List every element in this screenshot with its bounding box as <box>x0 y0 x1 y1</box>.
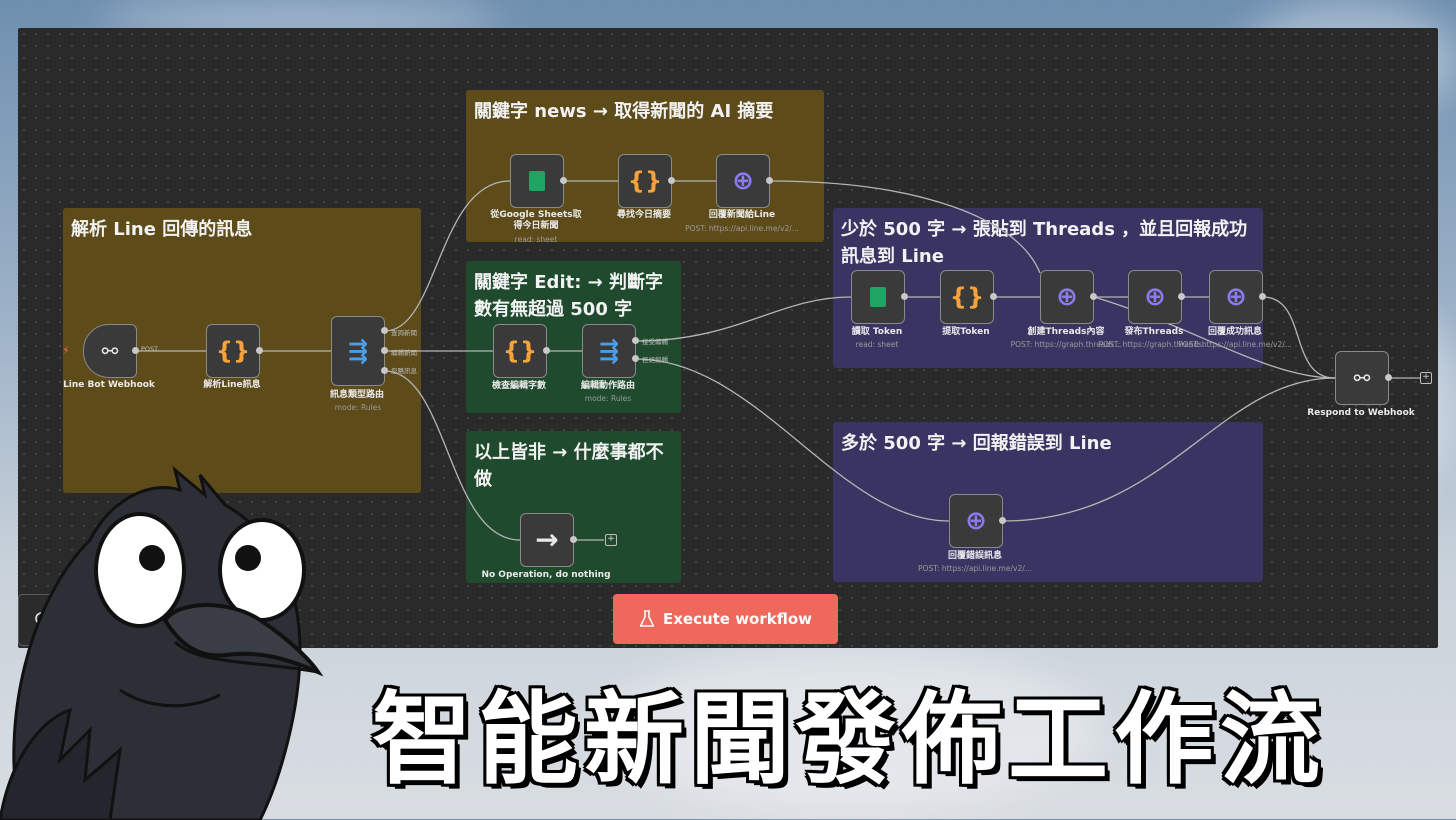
globe-icon: ⊕ <box>1056 284 1078 310</box>
wire <box>1003 378 1335 521</box>
code-braces-icon: {} <box>503 339 537 363</box>
output-port[interactable] <box>560 177 567 184</box>
node-subtitle: POST: https://api.line.me/v2/... <box>1160 340 1310 349</box>
node-label: 解析Line訊息 <box>167 380 297 391</box>
node-label: 編輯動作路由 <box>543 381 673 392</box>
code-braces-icon: {} <box>216 339 250 363</box>
output-port[interactable] <box>381 367 388 374</box>
node-line-bot-webhook[interactable]: ⚯ <box>83 324 137 378</box>
node-subtitle: POST: https://api.line.me/v2/... <box>667 224 817 233</box>
node-reply-success[interactable]: ⊕ <box>1209 270 1263 324</box>
switch-icon: ⇶ <box>599 339 619 363</box>
node-respond-to-webhook[interactable]: ⚯ <box>1335 351 1389 405</box>
trigger-bolt-icon: ⚡ <box>62 344 70 357</box>
node-label: 回覆新聞給Line <box>677 210 807 221</box>
node-reply-error[interactable]: ⊕ <box>949 494 1003 548</box>
node-create-threads[interactable]: ⊕ <box>1040 270 1094 324</box>
node-label: Respond to Webhook <box>1296 408 1426 419</box>
output-port[interactable] <box>1259 293 1266 300</box>
output-port[interactable] <box>1178 293 1185 300</box>
webhook-icon: ⚯ <box>102 341 119 361</box>
output-port[interactable] <box>1090 293 1097 300</box>
node-label: No Operation, do nothing <box>481 570 611 581</box>
output-port[interactable] <box>632 355 639 362</box>
flask-icon <box>639 610 655 628</box>
output-port[interactable] <box>1385 374 1392 381</box>
output-port[interactable] <box>632 337 639 344</box>
output-port[interactable] <box>901 293 908 300</box>
globe-icon: ⊕ <box>1225 284 1247 310</box>
node-read-token[interactable] <box>851 270 905 324</box>
node-subtitle: POST: https://api.line.me/v2/... <box>900 564 1050 573</box>
add-node-button[interactable]: + <box>605 534 617 546</box>
wire <box>385 181 510 331</box>
output-port[interactable] <box>990 293 997 300</box>
port-label: 接受編輯 <box>642 336 668 346</box>
node-label: 回覆成功訊息 <box>1170 327 1300 338</box>
code-braces-icon: {} <box>628 169 662 193</box>
output-port[interactable] <box>381 347 388 354</box>
node-check-edit-count[interactable]: {} <box>493 324 547 378</box>
node-edit-action-router[interactable]: ⇶ <box>582 324 636 378</box>
globe-icon: ⊕ <box>732 168 754 194</box>
node-message-type-router[interactable]: ⇶ <box>331 316 385 386</box>
port-label: POST <box>141 345 158 353</box>
port-label: 查詢新聞 <box>391 327 417 337</box>
node-subtitle: read: sheet <box>461 235 611 244</box>
output-port[interactable] <box>668 177 675 184</box>
arrow-right-icon: → <box>535 526 558 554</box>
node-reply-news[interactable]: ⊕ <box>716 154 770 208</box>
crow-mascot-illustration <box>0 460 330 820</box>
google-sheets-icon <box>870 287 886 307</box>
google-sheets-icon <box>529 171 545 191</box>
page-title: 智能新聞發佈工作流 <box>372 670 1432 810</box>
node-subtitle: read: sheet <box>802 340 952 349</box>
execute-workflow-button[interactable]: Execute workflow <box>613 594 838 644</box>
node-publish-threads[interactable]: ⊕ <box>1128 270 1182 324</box>
port-label: 忽略訊息 <box>391 365 417 375</box>
node-no-operation[interactable]: → <box>520 513 574 567</box>
node-label: Line Bot Webhook <box>44 380 174 391</box>
output-port[interactable] <box>256 347 263 354</box>
port-label: 拒絕編輯 <box>642 354 668 364</box>
execute-button-label: Execute workflow <box>663 610 812 628</box>
node-find-summary[interactable]: {} <box>618 154 672 208</box>
node-parse-line-message[interactable]: {} <box>206 324 260 378</box>
globe-icon: ⊕ <box>1144 284 1166 310</box>
code-braces-icon: {} <box>950 285 984 309</box>
node-extract-token[interactable]: {} <box>940 270 994 324</box>
port-label: 編輯新聞 <box>391 347 417 357</box>
globe-icon: ⊕ <box>965 508 987 534</box>
output-port[interactable] <box>381 327 388 334</box>
node-sheets-today-news[interactable] <box>510 154 564 208</box>
wire <box>636 359 949 521</box>
output-port[interactable] <box>999 517 1006 524</box>
add-node-button[interactable]: + <box>1420 372 1432 384</box>
output-port[interactable] <box>766 177 773 184</box>
switch-icon: ⇶ <box>348 339 368 363</box>
output-port[interactable] <box>570 536 577 543</box>
node-subtitle: mode: Rules <box>533 394 683 403</box>
output-port[interactable] <box>543 347 550 354</box>
webhook-icon: ⚯ <box>1354 368 1371 388</box>
output-port[interactable] <box>132 347 139 354</box>
node-label: 訊息類型路由 <box>292 390 422 401</box>
node-subtitle: mode: Rules <box>283 403 433 412</box>
node-label: 回覆錯誤訊息 <box>910 551 1040 562</box>
